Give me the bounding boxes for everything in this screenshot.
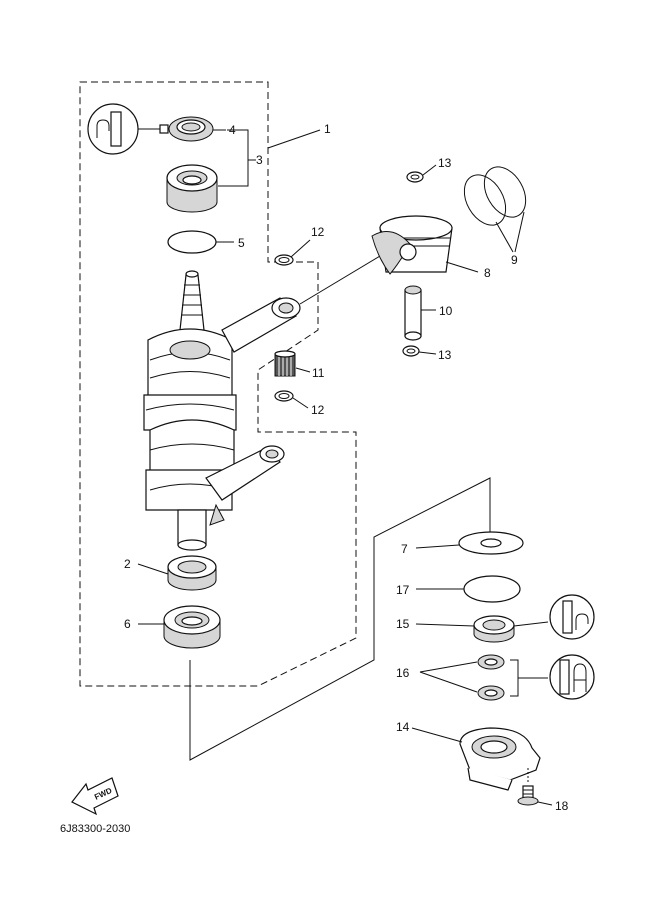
callout-12-upper: 12 <box>311 225 325 239</box>
callout-13-lower: 13 <box>438 348 452 362</box>
callout-7: 7 <box>401 542 408 556</box>
lower-oil-seal-part-2 <box>167 555 217 591</box>
grease-apply-icon <box>549 654 595 700</box>
callout-14: 14 <box>396 720 410 734</box>
washer-part-12-upper <box>274 254 294 266</box>
bearing-part-3 <box>166 164 218 213</box>
oil-seal-part-16-upper <box>477 654 505 670</box>
callout-12-lower: 12 <box>311 403 325 417</box>
callout-3: 3 <box>256 153 263 167</box>
callout-6: 6 <box>124 617 131 631</box>
oil-seal-part-15 <box>473 615 515 643</box>
lower-housing-part-14 <box>459 727 541 791</box>
callout-16: 16 <box>396 666 410 680</box>
circlip-part-13-lower <box>402 345 420 357</box>
grease-icon <box>87 103 169 155</box>
lower-connecting-rod <box>205 445 285 501</box>
callout-8: 8 <box>484 266 491 280</box>
callout-15: 15 <box>396 617 410 631</box>
piston-pin-part-10 <box>404 285 422 341</box>
oil-seal-top-part-4 <box>168 116 214 142</box>
plate-part-7 <box>458 531 524 555</box>
needle-bearing-part-11 <box>274 350 296 377</box>
piston-rings-part-9 <box>463 166 527 226</box>
callout-17: 17 <box>396 583 410 597</box>
forward-direction-arrow: FWD <box>71 777 119 816</box>
o-ring-part-17 <box>463 575 521 603</box>
callout-9: 9 <box>511 253 518 267</box>
circlip-part-13-upper <box>406 171 424 183</box>
washer-part-12-lower <box>274 390 294 402</box>
crankshaft-assembly-boundary <box>79 81 357 687</box>
callout-5: 5 <box>238 236 245 250</box>
oil-seal-grease-icon <box>549 594 595 640</box>
o-ring-part-5 <box>167 230 217 254</box>
upper-connecting-rod <box>221 297 301 353</box>
callout-10: 10 <box>439 304 453 318</box>
callout-18: 18 <box>555 799 569 813</box>
callout-1: 1 <box>324 122 331 136</box>
callout-2: 2 <box>124 557 131 571</box>
callout-11: 11 <box>312 366 325 380</box>
crankshaft <box>143 270 237 551</box>
bolt-part-18 <box>517 768 539 806</box>
callout-4: 4 <box>229 123 236 137</box>
lower-unit-bracket-frame <box>189 477 491 761</box>
lower-bearing-part-6 <box>163 605 221 649</box>
callout-13-upper: 13 <box>438 156 452 170</box>
piston-part-8 <box>371 215 453 275</box>
oil-seal-part-16-lower <box>477 685 505 701</box>
catalog-code: 6J83300-2030 <box>60 823 130 835</box>
